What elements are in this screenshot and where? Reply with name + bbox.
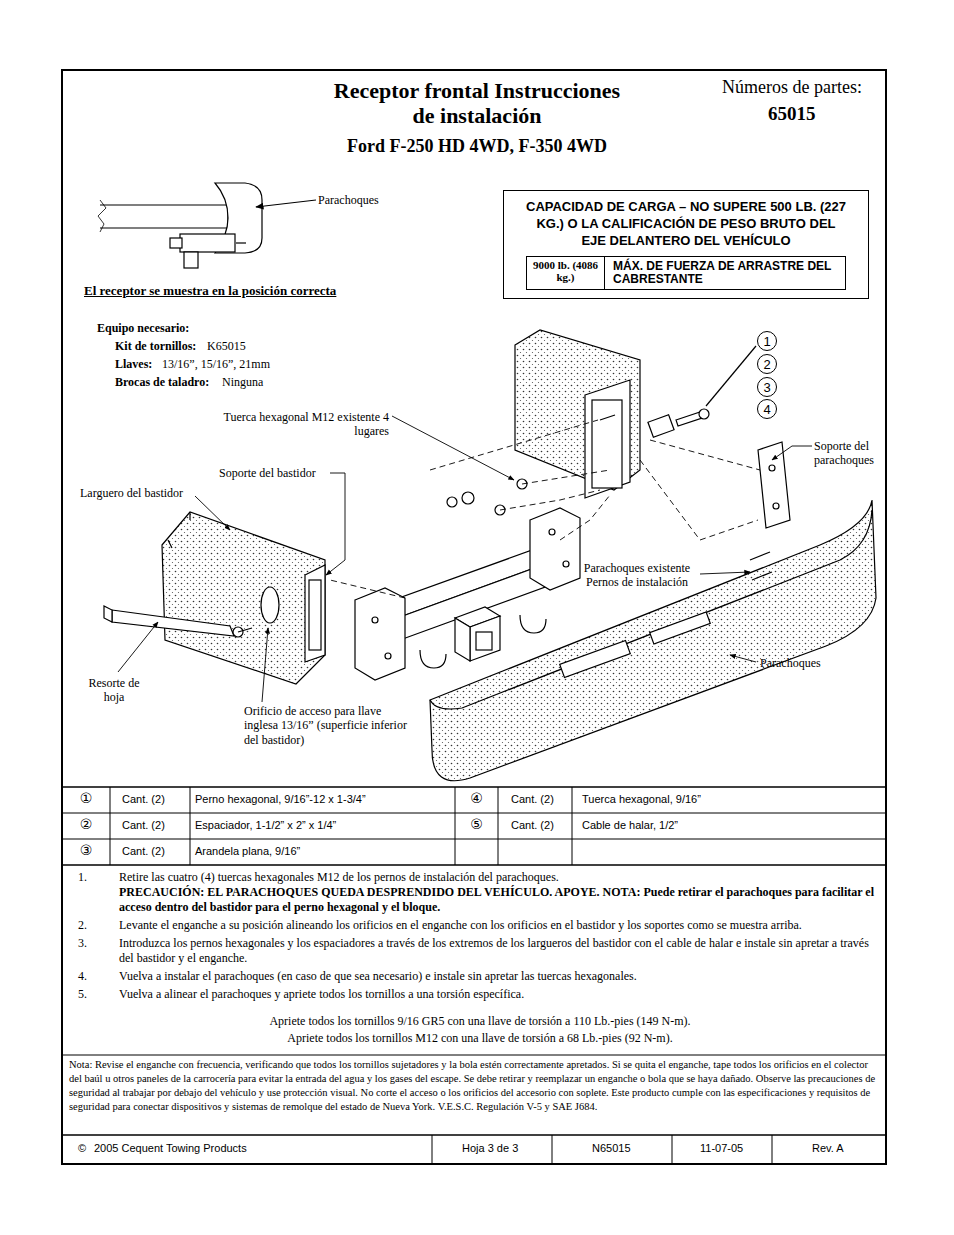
part-label: Resorte de hoja — [84, 676, 144, 705]
part-label: Soporte del parachoques — [814, 439, 886, 468]
part-number: 65015 — [768, 103, 816, 126]
table-cell: ④ — [455, 790, 498, 807]
table-cell: ⑤ — [455, 816, 498, 833]
equipment-key: Kit de tornillos: — [115, 339, 196, 353]
step-number: 2. — [78, 918, 87, 933]
equipment-key: Brocas de taladro: — [115, 375, 209, 389]
callout-circle: 3 — [757, 377, 777, 397]
vehicle-subtitle: Ford F-250 HD 4WD, F-350 4WD — [252, 136, 702, 158]
instruction-step: Introduzca los pernos hexagonales y los … — [119, 936, 879, 966]
footer-cell: 2005 Cequent Towing Products — [94, 1142, 247, 1155]
rating-caption: MÁX. DE FUERZA DE ARRASTRE DEL CABRESTAN… — [605, 257, 845, 289]
safety-note: Nota: Revise el enganche con frecuencia,… — [69, 1058, 883, 1114]
table-cell: Cant. (2) — [122, 845, 165, 858]
page-title: Receptor frontal Instrucciones de instal… — [327, 78, 627, 129]
callout-number: 3 — [763, 381, 770, 394]
table-cell: Espaciador, 1-1/2” x 2” x 1/4” — [195, 819, 336, 832]
step-number: 4. — [78, 969, 87, 984]
torque-spec: Apriete todos los tornillos 9/16 GR5 con… — [200, 1014, 760, 1029]
table-cell: ③ — [62, 842, 110, 859]
table-cell: Arandela plana, 9/16” — [195, 845, 300, 858]
step-number: 1. — [78, 870, 87, 885]
table-cell: Cant. (2) — [122, 819, 165, 832]
part-label: Soporte del bastidor — [219, 466, 316, 480]
equipment-value: Ninguna — [222, 375, 263, 389]
callout-number: 4 — [763, 403, 770, 416]
position-sketch — [98, 183, 316, 268]
step-number: 5. — [78, 987, 87, 1002]
instruction-step: Vuelva a instalar el parachoques (en cas… — [119, 969, 879, 984]
table-cell: Tuerca hexagonal, 9/16” — [582, 793, 701, 806]
footer-cell: 11-07-05 — [700, 1142, 743, 1155]
callout-circle: 2 — [757, 354, 777, 374]
table-cell: Cant. (2) — [511, 793, 554, 806]
callout-circle: 4 — [757, 399, 777, 419]
instruction-step: Vuelva a alinear el parachoques y apriet… — [119, 987, 879, 1002]
equipment-heading: Equipo necesario: — [97, 321, 189, 335]
table-cell: Cant. (2) — [122, 793, 165, 806]
callout-circle: 1 — [757, 331, 777, 351]
footer-cell: Hoja 3 de 3 — [462, 1142, 518, 1155]
part-label: Parachoques — [318, 193, 379, 207]
step-number: 3. — [78, 936, 87, 951]
table-cell: ① — [62, 790, 110, 807]
callout-number: 1 — [763, 335, 770, 348]
footer-cell: © — [78, 1142, 86, 1155]
instruction-caution: PRECAUCIÓN: EL PARACHOQUES QUEDA DESPREN… — [119, 885, 879, 915]
exploded-view — [104, 330, 876, 781]
rating-value: 9000 lb. (4086 kg.) — [527, 257, 605, 289]
equipment-value: 13/16”, 15/16”, 21mm — [162, 357, 270, 371]
instruction-step: Levante el enganche a su posición alinea… — [119, 918, 879, 933]
part-label: Tuerca hexagonal M12 existente 4 lugares — [204, 410, 389, 439]
leader-lines — [118, 416, 812, 702]
capacity-box: CAPACIDAD DE CARGA – NO SUPERE 500 LB. (… — [503, 190, 869, 299]
equipment-value: K65015 — [207, 339, 246, 353]
part-label: Larguero del bastidor — [80, 486, 183, 500]
table-cell: Perno hexagonal, 9/16”-12 x 1-3/4” — [195, 793, 366, 806]
position-caption: El receptor se muestra en la posición co… — [84, 283, 336, 299]
page-frame — [62, 70, 886, 1164]
equipment-key: Llaves: — [115, 357, 152, 371]
table-cell: ② — [62, 816, 110, 833]
footer-cell: Rev. A — [812, 1142, 844, 1155]
callout-number: 2 — [763, 358, 770, 371]
part-label: Orificio de acceso para llave inglesa 13… — [244, 704, 409, 747]
instruction-step: Retire las cuatro (4) tuercas hexagonale… — [119, 870, 879, 885]
table-cell: Cant. (2) — [511, 819, 554, 832]
winch-rating-box: 9000 lb. (4086 kg.)MÁX. DE FUERZA DE ARR… — [526, 256, 846, 290]
part-label: Parachoques — [760, 656, 821, 670]
footer-cell: N65015 — [592, 1142, 631, 1155]
part-label: Parachoques existente Pernos de instalac… — [572, 561, 702, 590]
capacity-warning: CAPACIDAD DE CARGA – NO SUPERE 500 LB. (… — [526, 199, 846, 250]
table-cell: Cable de halar, 1/2” — [582, 819, 678, 832]
torque-spec: Apriete todos los tornillos M12 con una … — [200, 1031, 760, 1046]
part-number-heading: Números de partes: — [722, 77, 862, 99]
